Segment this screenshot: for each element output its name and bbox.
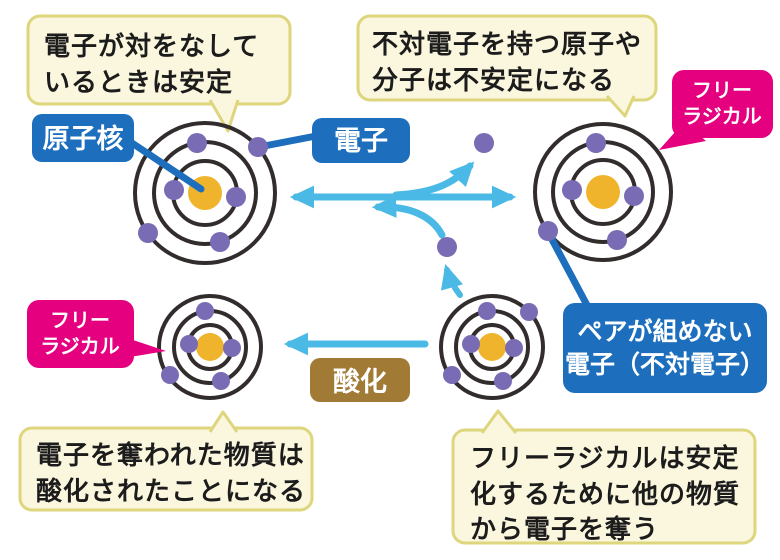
electron-capture-arrow bbox=[441, 264, 464, 298]
nucleus bbox=[586, 175, 620, 209]
labels-layer: 原子核 電子 フリー ラジカル フリー ラジカル 酸化 ペアが組めない 電子（不… bbox=[27, 70, 773, 402]
bubble-unstable-line1: 不対電子を持つ原子や bbox=[372, 30, 642, 60]
bubble-steal-line1: フリーラジカルは安定 bbox=[470, 443, 739, 474]
electron bbox=[212, 372, 230, 390]
electron bbox=[494, 372, 512, 390]
free-electron bbox=[474, 133, 494, 153]
unpaired-electron-label: ペアが組めない 電子（不対電子） bbox=[563, 303, 767, 393]
electron-shell-ring bbox=[133, 121, 277, 265]
electron bbox=[478, 302, 496, 320]
free-radical-label-bottom: フリー ラジカル bbox=[27, 300, 134, 368]
electron bbox=[164, 180, 184, 200]
bubble-stable: 電子が対をなして いるときは安定 bbox=[26, 14, 292, 133]
nucleus-label: 原子核 bbox=[32, 114, 134, 162]
free-radical-label-top: フリー ラジカル bbox=[672, 70, 773, 138]
free-electron bbox=[437, 237, 457, 257]
electron bbox=[248, 137, 268, 157]
unpaired-label-line1: ペアが組めない bbox=[577, 317, 752, 346]
electron-label-text: 電子 bbox=[334, 126, 388, 157]
bubble-steal-line3: から電子を奪う bbox=[470, 514, 659, 545]
bubble-unstable: 不対電子を持つ原子や 分子は不安定になる bbox=[356, 14, 658, 118]
free-radical-top-line2: ラジカル bbox=[682, 104, 762, 128]
electron bbox=[562, 180, 582, 200]
nucleus bbox=[478, 333, 506, 361]
electron bbox=[607, 230, 627, 250]
bubbles-layer: 電子が対をなして いるときは安定 不対電子を持つ原子や 分子は不安定になる 電子… bbox=[18, 14, 757, 545]
electron-up-arrow bbox=[392, 161, 475, 199]
bubble-stable-line1: 電子が対をなして bbox=[44, 31, 259, 62]
bubble-steal-line2: 化するために他の物質 bbox=[470, 480, 740, 510]
electron bbox=[187, 133, 207, 153]
electron bbox=[538, 221, 558, 241]
free-radical-bottom-tail bbox=[130, 339, 166, 357]
nucleus bbox=[196, 333, 224, 361]
electron bbox=[520, 303, 538, 321]
electron bbox=[138, 223, 158, 243]
electron bbox=[161, 366, 179, 384]
electron bbox=[223, 339, 241, 357]
unpaired-pointer-line bbox=[544, 228, 592, 311]
nucleus-label-text: 原子核 bbox=[43, 123, 124, 155]
bubble-oxidized-line1: 電子を奪われた物質は bbox=[36, 440, 305, 471]
atoms-layer bbox=[133, 121, 673, 400]
electrons-layer bbox=[138, 133, 644, 390]
electron bbox=[196, 302, 214, 320]
bubble-steal: フリーラジカルは安定 化するために他の物質 から電子を奪う bbox=[451, 409, 757, 545]
electron-shell-ring bbox=[157, 294, 263, 400]
oxidation-label: 酸化 bbox=[310, 358, 410, 402]
free-radical-top-line1: フリー bbox=[692, 78, 752, 102]
nucleus-pointer-line bbox=[122, 135, 205, 193]
oxidation-label-text: 酸化 bbox=[333, 367, 387, 398]
bubble-unstable-line2: 分子は不安定になる bbox=[372, 65, 615, 96]
electron-shell-ring bbox=[533, 122, 673, 262]
bubble-stable-line2: いるときは安定 bbox=[44, 67, 233, 98]
free-radical-atom-top bbox=[533, 122, 673, 262]
bubble-oxidized: 電子を奪われた物質は 酸化されたことになる bbox=[18, 410, 314, 512]
electron-shell-ring bbox=[439, 294, 545, 400]
electron bbox=[462, 335, 480, 353]
unpaired-label-line2: 電子（不対電子） bbox=[565, 350, 765, 379]
electron bbox=[443, 366, 461, 384]
electron-left-arrow bbox=[371, 195, 446, 239]
free-radical-bottom-line2: ラジカル bbox=[40, 334, 120, 358]
electron-label: 電子 bbox=[312, 118, 410, 163]
electron bbox=[226, 187, 246, 207]
electron bbox=[624, 186, 644, 206]
electron bbox=[505, 339, 523, 357]
arrows-layer bbox=[283, 161, 517, 356]
electron-pointer-line bbox=[255, 132, 320, 151]
electron bbox=[586, 133, 606, 153]
electron bbox=[180, 335, 198, 353]
bubble-oxidized-line2: 酸化されたことになる bbox=[36, 477, 306, 507]
electron bbox=[210, 232, 230, 252]
free-radical-bottom-line1: フリー bbox=[50, 308, 110, 332]
